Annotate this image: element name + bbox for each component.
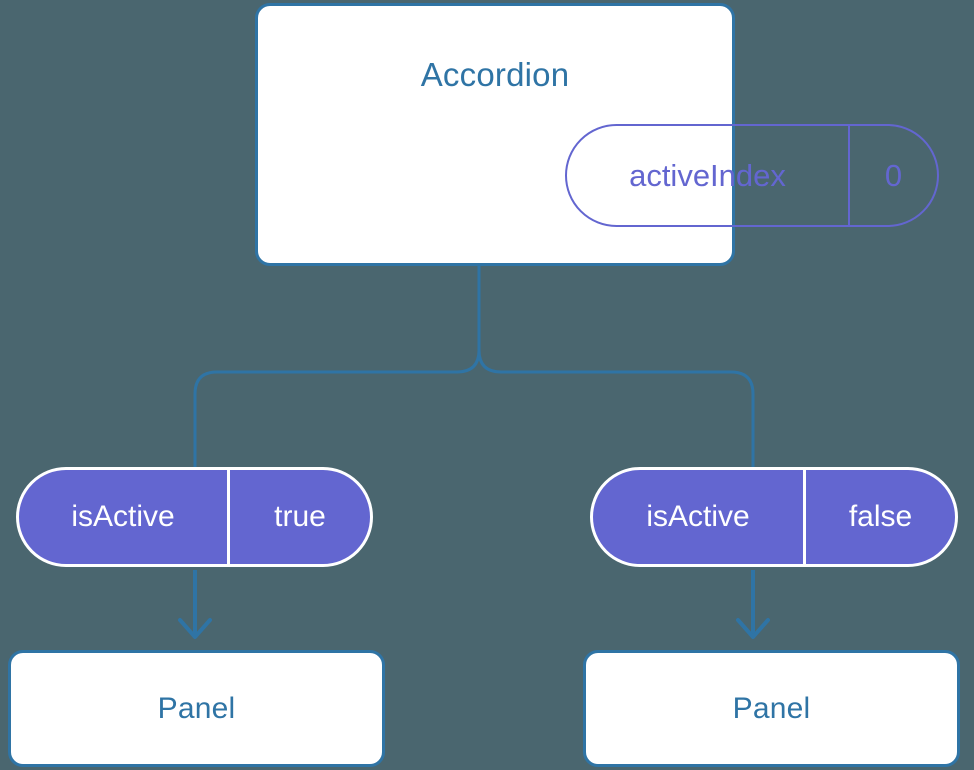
node-panel-right-title: Panel [732, 691, 811, 725]
node-panel-right[interactable]: Panel [583, 650, 960, 767]
state-pill-value: 0 [884, 158, 903, 193]
prop-pill-is-active-true[interactable]: isActive true [16, 467, 373, 567]
prop-pill-key-right: isActive [593, 470, 806, 564]
node-panel-left-title: Panel [157, 691, 236, 725]
branch-line-right [477, 266, 755, 467]
node-panel-left[interactable]: Panel [8, 650, 385, 767]
state-pill-active-index[interactable]: activeIndex 0 [565, 124, 939, 227]
prop-pill-value-right: false [848, 500, 913, 533]
arrow-head-right [736, 618, 770, 639]
node-accordion[interactable]: Accordion activeIndex 0 [255, 3, 939, 266]
prop-pill-is-active-false[interactable]: isActive false [590, 467, 958, 567]
node-accordion-title: Accordion [420, 56, 570, 93]
prop-pill-value-left: true [274, 500, 326, 533]
state-pill-key: activeIndex [567, 126, 850, 225]
prop-pill-key-left: isActive [19, 470, 230, 564]
branch-line-left [193, 266, 481, 467]
arrow-head-left [178, 618, 212, 639]
